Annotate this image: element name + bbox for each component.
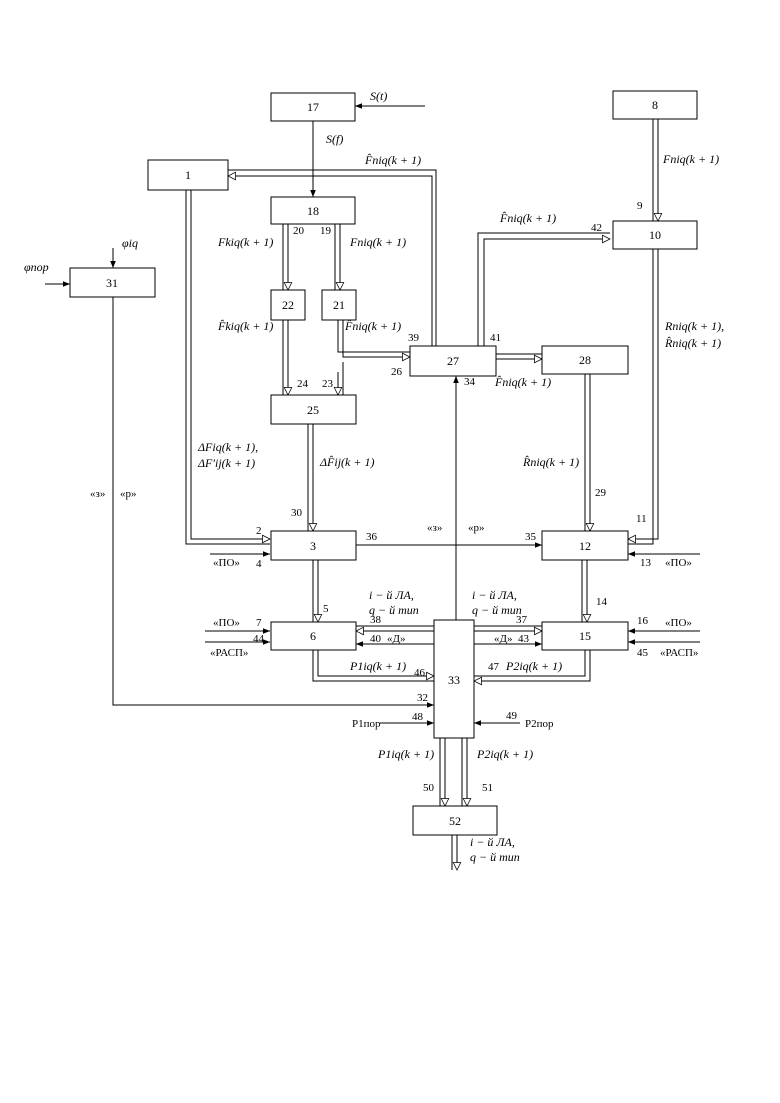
block-17-label: 17: [307, 100, 319, 114]
num-43: 43: [518, 633, 530, 645]
signal-df-2: ΔF′ij(k + 1): [197, 456, 255, 470]
num-23: 23: [322, 378, 334, 390]
block-6-label: 6: [310, 629, 316, 643]
num-32: 32: [417, 692, 428, 704]
block-25-label: 25: [307, 403, 319, 417]
num-49: 49: [506, 710, 518, 722]
signal-fhat-niq-34: F̂niq(k + 1): [494, 375, 551, 389]
label-z-left: «з»: [90, 488, 105, 500]
num-41: 41: [490, 332, 501, 344]
block-31-label: 31: [106, 276, 118, 290]
signal-r-niq-1: Rniq(k + 1),: [664, 319, 724, 333]
num-20: 20: [293, 225, 305, 237]
num-24: 24: [297, 378, 309, 390]
signal-fhat-niq-21: F̂niq(k + 1): [344, 319, 401, 333]
label-po-4: «ПО»: [213, 557, 240, 569]
block-10-label: 10: [649, 228, 661, 242]
label-rasp-44: «РАСП»: [210, 647, 248, 659]
wire-27-10-b: [484, 239, 610, 346]
signal-f-niq-19: Fniq(k + 1): [349, 235, 406, 249]
block-3-label: 3: [310, 539, 316, 553]
signal-s-f: S(f): [326, 132, 343, 146]
block-21-label: 21: [333, 298, 345, 312]
num-29: 29: [595, 487, 607, 499]
num-38: 38: [370, 614, 382, 626]
label-r-mid: «р»: [468, 522, 485, 534]
wire-27-10-a: [478, 233, 610, 346]
block-52-label: 52: [449, 814, 461, 828]
signal-p2iq-out: P2iq(k + 1): [476, 747, 533, 761]
block-8-label: 8: [652, 98, 658, 112]
signal-df-1: ΔFiq(k + 1),: [197, 440, 258, 454]
num-16: 16: [637, 615, 649, 627]
signal-fhat-kiq: F̂kiq(k + 1): [217, 319, 273, 333]
num-5: 5: [323, 603, 329, 615]
num-14: 14: [596, 596, 608, 608]
signal-la-right-2: q − й тип: [472, 603, 522, 617]
block-18-label: 18: [307, 204, 319, 218]
signal-la-left-1: i − й ЛА,: [369, 588, 414, 602]
block-15-label: 15: [579, 629, 591, 643]
num-48: 48: [412, 711, 424, 723]
signal-fhat-niq-42: F̂niq(k + 1): [499, 211, 556, 225]
num-34: 34: [464, 376, 476, 388]
wire-10-12-a: [628, 249, 653, 544]
num-4: 4: [256, 558, 262, 570]
label-po-7: «ПО»: [213, 617, 240, 629]
num-39: 39: [408, 332, 420, 344]
num-11: 11: [636, 513, 647, 525]
signal-r-niq-2: R̂niq(k + 1): [664, 336, 721, 350]
num-35: 35: [525, 531, 537, 543]
signal-rhat-niq: R̂niq(k + 1): [522, 455, 579, 469]
num-26: 26: [391, 366, 403, 378]
block-12-label: 12: [579, 539, 591, 553]
num-51: 51: [482, 782, 493, 794]
signal-f-kiq: Fkiq(k + 1): [217, 235, 273, 249]
block-27-label: 27: [447, 354, 459, 368]
label-po-16: «ПО»: [665, 617, 692, 629]
signal-dfhat: ΔF̂ij(k + 1): [319, 455, 374, 469]
num-50: 50: [423, 782, 435, 794]
label-po-13: «ПО»: [665, 557, 692, 569]
signal-phi-iq: φiq: [122, 236, 138, 250]
signal-p1por: P1пор: [352, 718, 381, 730]
label-d-40: «Д»: [387, 633, 406, 645]
signal-p2iq-47: P2iq(k + 1): [505, 659, 562, 673]
signal-s-t: S(t): [370, 89, 387, 103]
num-40: 40: [370, 633, 382, 645]
signal-la-out-1: i − й ЛА,: [470, 835, 515, 849]
num-45: 45: [637, 647, 649, 659]
signal-fhat-niq-top: F̂niq(k + 1): [364, 153, 421, 167]
num-42: 42: [591, 222, 602, 234]
num-44: 44: [253, 633, 265, 645]
signal-f-niq-8: Fniq(k + 1): [662, 152, 719, 166]
block-28-label: 28: [579, 353, 591, 367]
num-7: 7: [256, 617, 262, 629]
num-30: 30: [291, 507, 303, 519]
label-d-43: «Д»: [494, 633, 513, 645]
signal-labels: S(t) S(f) F̂niq(k + 1) Fniq(k + 1) F̂niq…: [24, 89, 724, 864]
block-1-label: 1: [185, 168, 191, 182]
num-19: 19: [320, 225, 332, 237]
label-r-left: «р»: [120, 488, 137, 500]
num-13: 13: [640, 557, 652, 569]
num-46: 46: [414, 667, 426, 679]
num-37: 37: [516, 614, 528, 626]
num-47: 47: [488, 661, 500, 673]
signal-phi-por: φпор: [24, 260, 49, 274]
signal-la-out-2: q − й тип: [470, 850, 520, 864]
num-2: 2: [256, 525, 262, 537]
label-z-mid: «з»: [427, 522, 442, 534]
block-33-label: 33: [448, 673, 460, 687]
signal-p2por: P2пор: [525, 718, 554, 730]
block-22-label: 22: [282, 298, 294, 312]
num-36: 36: [366, 531, 378, 543]
signal-la-right-1: i − й ЛА,: [472, 588, 517, 602]
num-9: 9: [637, 200, 643, 212]
signal-p1iq-out: P1iq(k + 1): [377, 747, 434, 761]
label-rasp-45: «РАСП»: [660, 647, 698, 659]
signal-p1iq-46: P1iq(k + 1): [349, 659, 406, 673]
